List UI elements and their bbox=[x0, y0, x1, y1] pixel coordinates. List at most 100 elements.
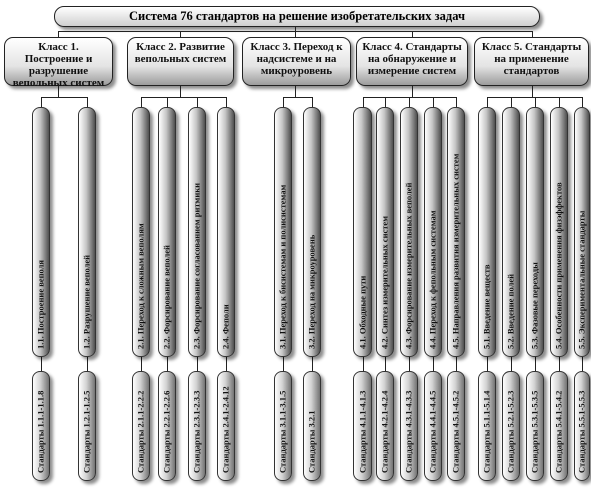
connector bbox=[226, 357, 227, 371]
standards-pill: Стандарты 3.2.1 bbox=[303, 371, 321, 481]
subcategory-label: 2.2. Форсирование веполей bbox=[161, 245, 172, 349]
connector bbox=[535, 357, 536, 371]
subcategory-label: 2.3. Форсирование согласованием ритмики bbox=[191, 182, 202, 349]
connector bbox=[295, 27, 296, 32]
standards-pill: Стандарты 2.4.1-2.4.12 bbox=[217, 371, 235, 481]
standards-label: Стандарты 5.5.1-5.5.3 bbox=[576, 390, 587, 473]
class-box-1: Класс 1. Построение и разрушение вепольн… bbox=[4, 37, 113, 89]
standards-pill: Стандарты 1.2.1-1.2.5 bbox=[78, 371, 96, 481]
standards-pill: Стандарты 4.3.1-4.3.3 bbox=[400, 371, 418, 481]
subcategory-label: 4.3. Форсирование измерительных веполей bbox=[403, 182, 414, 349]
subcategory-label: 5.2. Введение полей bbox=[505, 273, 516, 349]
connector bbox=[295, 31, 296, 37]
connector bbox=[532, 31, 533, 37]
subcategory-pill: 2.3. Форсирование согласованием ритмики bbox=[188, 107, 206, 357]
connector bbox=[511, 97, 512, 107]
standards-label: Стандарты 1.2.1-1.2.5 bbox=[81, 390, 92, 473]
standards-label: Стандарты 2.2.1-2.2.6 bbox=[161, 390, 172, 473]
connector bbox=[487, 97, 488, 107]
standards-pill: Стандарты 2.3.1-2.3.3 bbox=[188, 371, 206, 481]
subcategory-pill: 3.1. Переход к бисистемам и полисистемам bbox=[274, 107, 292, 357]
subcategory-label: 5.3. Фазовые переходы bbox=[529, 262, 540, 349]
standards-pill: Стандарты 5.5.1-5.5.3 bbox=[574, 371, 590, 481]
subcategory-label: 4.5. Направления развития измерительных … bbox=[450, 153, 461, 349]
subcategory-label: 5.1. Введение веществ bbox=[481, 264, 492, 349]
connector bbox=[167, 97, 168, 107]
connector bbox=[87, 97, 88, 107]
standards-label: Стандарты 4.5.1-4.5.2 bbox=[450, 390, 461, 473]
subcategory-pill: 5.1. Введение веществ bbox=[478, 107, 496, 357]
subcategory-pill: 5.3. Фазовые переходы bbox=[526, 107, 544, 357]
subcategory-pill: 4.3. Форсирование измерительных веполей bbox=[400, 107, 418, 357]
subcategory-pill: 1.1. Построение веполя bbox=[32, 107, 50, 357]
connector bbox=[409, 357, 410, 371]
standards-label: Стандарты 4.2.1-4.2.4 bbox=[379, 390, 390, 473]
class-box-5: Класс 5. Стандарты на применение стандар… bbox=[474, 37, 589, 86]
connector bbox=[197, 357, 198, 371]
standards-label: Стандарты 4.3.1-4.3.3 bbox=[403, 390, 414, 473]
subcategory-pill: 3.2. Переход на микроуровень bbox=[303, 107, 321, 357]
standards-pill: Стандарты 5.2.1-5.2.3 bbox=[502, 371, 520, 481]
subcategory-pill: 5.5. Экспериментальные стандарты bbox=[574, 107, 590, 357]
connector bbox=[456, 97, 457, 107]
connector bbox=[197, 97, 198, 107]
connector bbox=[312, 97, 313, 107]
subcategory-label: 3.2. Переход на микроуровень bbox=[306, 234, 317, 349]
connector bbox=[559, 97, 560, 107]
connector bbox=[582, 97, 583, 107]
standards-pill: Стандарты 2.2.1-2.2.6 bbox=[158, 371, 176, 481]
subcategory-label: 5.4. Особенности применения физэффектов bbox=[553, 182, 564, 349]
connector bbox=[433, 97, 434, 107]
subcategory-label: 1.2. Разрушение веполей bbox=[81, 254, 92, 349]
subcategory-label: 2.1. Переход к сложным веполям bbox=[135, 223, 146, 349]
connector bbox=[283, 97, 284, 107]
subcategory-label: 3.1. Переход к бисистемам и полисистемам bbox=[277, 184, 288, 349]
connector bbox=[226, 97, 227, 107]
connector bbox=[362, 357, 364, 371]
connector bbox=[409, 97, 410, 107]
standards-pill: Стандарты 4.5.1-4.5.2 bbox=[447, 371, 465, 481]
connector bbox=[167, 357, 168, 371]
standards-label: Стандарты 2.1.1-2.2.2 bbox=[135, 390, 146, 473]
subcategory-pill: 2.2. Форсирование веполей bbox=[158, 107, 176, 357]
standards-label: Стандарты 3.2.1 bbox=[306, 410, 317, 473]
connector bbox=[412, 31, 413, 37]
connector bbox=[41, 97, 42, 107]
standards-pill: Стандарты 3.1.1-3.1.5 bbox=[274, 371, 292, 481]
connector bbox=[385, 97, 386, 107]
standards-pill: Стандарты 5.1.1-5.1.4 bbox=[478, 371, 496, 481]
subcategory-pill: 2.4. Феполи bbox=[217, 107, 235, 357]
standards-label: Стандарты 5.3.1-5.3.5 bbox=[529, 390, 540, 473]
connector bbox=[41, 357, 42, 371]
subcategory-pill: 4.2. Синтез измерительных систем bbox=[376, 107, 394, 357]
subcategory-pill: 4.1. Обходные пути bbox=[353, 107, 372, 357]
subcategory-label: 5.5. Экспериментальные стандарты bbox=[576, 210, 587, 349]
standards-label: Стандарты 4.1.1-4.1.3 bbox=[357, 390, 367, 473]
subcategory-pill: 5.4. Особенности применения физэффектов bbox=[550, 107, 568, 357]
connector bbox=[385, 357, 386, 371]
standards-label: Стандарты 5.4.1-5.4.2 bbox=[553, 390, 564, 473]
class-box-2: Класс 2. Развитие вепольных систем bbox=[127, 37, 234, 86]
connector bbox=[312, 357, 313, 371]
standards-pill: Стандарты 4.1.1-4.1.3 bbox=[353, 371, 372, 481]
standards-label: Стандарты 5.2.1-5.2.3 bbox=[505, 390, 516, 473]
connector bbox=[141, 97, 142, 107]
connector bbox=[433, 357, 434, 371]
connector bbox=[487, 357, 488, 371]
connector bbox=[283, 357, 284, 371]
standards-label: Стандарты 1.1.1-1.1.8 bbox=[35, 390, 46, 473]
standards-pill: Стандарты 4.2.1-4.2.4 bbox=[376, 371, 394, 481]
connector bbox=[511, 357, 512, 371]
standards-label: Стандарты 2.3.1-2.3.3 bbox=[191, 390, 202, 473]
connector bbox=[141, 357, 142, 371]
subcategory-pill: 5.2. Введение полей bbox=[502, 107, 520, 357]
standards-label: Стандарты 3.1.1-3.1.5 bbox=[277, 390, 288, 473]
connector bbox=[532, 86, 533, 97]
subcategory-pill: 2.1. Переход к сложным веполям bbox=[132, 107, 150, 357]
subcategory-pill: 1.2. Разрушение веполей bbox=[78, 107, 96, 357]
connector bbox=[87, 357, 88, 371]
connector bbox=[283, 97, 312, 98]
subcategory-pill: 4.4. Переход к фепольным системам bbox=[424, 107, 442, 357]
diagram-title: Система 76 стандартов на решение изобрет… bbox=[54, 6, 540, 27]
class-box-3: Класс 3. Переход к надсистеме и на микро… bbox=[242, 37, 351, 86]
